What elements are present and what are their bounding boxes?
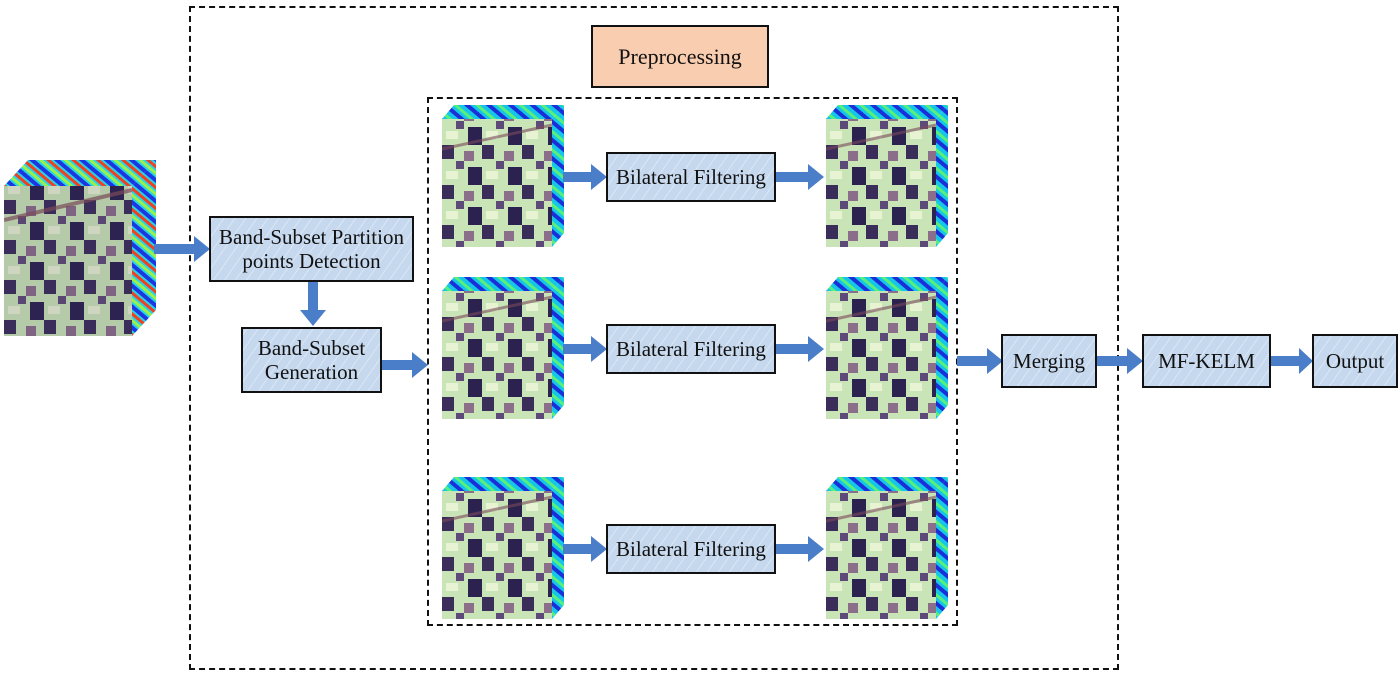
cube-side-face: [552, 105, 564, 247]
bilateral-filter-label: Bilateral Filtering: [616, 536, 766, 561]
arrow-merging-to-classifier: [1097, 348, 1143, 374]
cube-top-face: [826, 105, 948, 119]
filtered-subset-cube-3: [826, 477, 948, 619]
mf-kelm-classifier-box: MF-KELM: [1142, 334, 1271, 388]
bilateral-filter-box-3: Bilateral Filtering: [606, 524, 776, 574]
arrow-subset-to-filter-2: [563, 336, 607, 362]
output-box: Output: [1312, 334, 1398, 388]
generation-label-line1: Band-Subset: [257, 335, 366, 360]
cube-front-face: [826, 291, 936, 419]
cube-side-face: [132, 160, 156, 336]
cube-top-face: [442, 105, 564, 119]
band-subset-cube-1: [442, 105, 564, 247]
bilateral-filter-label: Bilateral Filtering: [616, 164, 766, 189]
arrow-classifier-to-output: [1271, 348, 1313, 374]
preprocessing-title: Preprocessing: [618, 43, 742, 69]
band-subset-cube-3: [442, 477, 564, 619]
bilateral-filter-box-1: Bilateral Filtering: [606, 152, 776, 202]
generation-label-line2: Generation: [264, 360, 359, 384]
arrow-partition-to-generation: [300, 282, 326, 326]
cube-top-face: [442, 477, 564, 491]
merging-box: Merging: [1001, 334, 1097, 388]
merging-label: Merging: [1013, 348, 1085, 373]
cube-top-face: [826, 277, 948, 291]
cube-front-face: [826, 491, 936, 619]
bilateral-filter-box-2: Bilateral Filtering: [606, 324, 776, 374]
cube-side-face: [552, 277, 564, 419]
arrow-subsets-to-merging: [957, 348, 1003, 374]
arrow-subset-to-filter-1: [563, 164, 607, 190]
cube-front-face: [826, 119, 936, 247]
cube-side-face: [936, 477, 948, 619]
arrow-input-to-partition: [154, 236, 210, 262]
cube-top-face: [826, 477, 948, 491]
cube-front-face: [442, 119, 552, 247]
cube-front-face: [4, 186, 132, 336]
cube-top-face: [442, 277, 564, 291]
arrow-subset-to-filter-3: [563, 536, 607, 562]
cube-front-face: [442, 491, 552, 619]
band-subset-generation-box: Band-Subset Generation: [241, 327, 382, 393]
bilateral-filter-label: Bilateral Filtering: [616, 336, 766, 361]
cube-side-face: [936, 277, 948, 419]
classifier-label: MF-KELM: [1158, 348, 1255, 373]
output-label: Output: [1325, 348, 1385, 373]
outer-process-container: [189, 6, 1119, 670]
cube-side-face: [936, 105, 948, 247]
cube-front-face: [442, 291, 552, 419]
arrow-generation-to-subsets: [382, 352, 428, 378]
arrow-filter-to-filtered-3: [776, 536, 824, 562]
arrow-filter-to-filtered-1: [776, 164, 824, 190]
preprocessing-title-box: Preprocessing: [591, 25, 769, 88]
filtered-subset-cube-1: [826, 105, 948, 247]
input-hyperspectral-cube: [4, 160, 156, 336]
partition-label-line1: Band-Subset Partition: [219, 224, 404, 249]
cube-side-face: [552, 477, 564, 619]
partition-detection-box: Band-Subset Partition points Detection: [209, 216, 414, 282]
partition-label-line2: points Detection: [242, 249, 381, 273]
band-subset-cube-2: [442, 277, 564, 419]
filtered-subset-cube-2: [826, 277, 948, 419]
arrow-filter-to-filtered-2: [776, 336, 824, 362]
cube-top-face: [4, 160, 156, 186]
